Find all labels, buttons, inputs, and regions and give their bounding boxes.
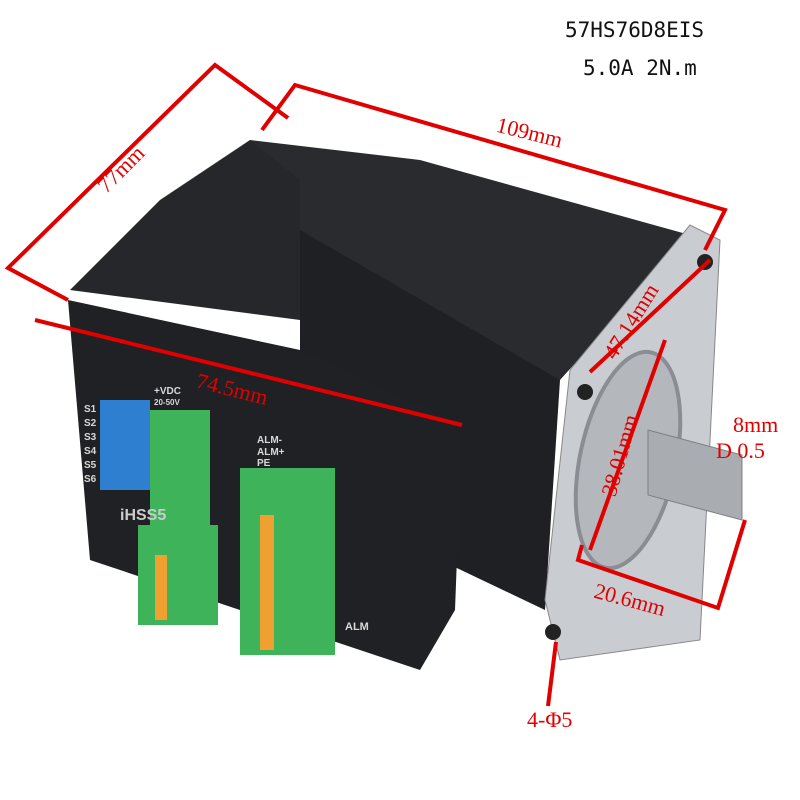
io-connector-small — [138, 525, 218, 625]
dip-label: S2 — [84, 418, 97, 429]
driver-label: iHSS5 — [120, 507, 166, 524]
terminal-labels: +VDC 20-50V ALM- ALM+ PE ALM — [154, 386, 369, 633]
io-connector-large — [240, 468, 335, 655]
model-number: 57HS76D8EIS — [565, 18, 705, 42]
dip-label: S4 — [84, 446, 97, 457]
terminal-label-vdc: +VDC — [154, 386, 181, 397]
dip-label: S6 — [84, 474, 97, 485]
dimension-lines — [4, 62, 747, 707]
dip-label: S1 — [84, 404, 97, 415]
dip-label: S3 — [84, 432, 97, 443]
rating: 5.0A 2N.m — [583, 56, 697, 80]
driver-top — [70, 140, 300, 320]
terminal-label-voltage: 20-50V — [154, 398, 180, 407]
mount-hole — [577, 384, 593, 400]
terminal-label-pe: PE — [257, 458, 271, 469]
shaft — [647, 429, 743, 521]
terminal-label-alm-minus: ALM- — [257, 435, 282, 446]
terminal-label-alm-plus: ALM+ — [257, 447, 285, 458]
alm-label: ALM — [345, 621, 369, 633]
dip-switch — [100, 400, 150, 490]
dim-shaft-diameter: 8mm — [733, 412, 779, 437]
dip-labels: S1 S2 S3 S4 S5 S6 — [84, 404, 97, 485]
power-connector — [150, 410, 210, 525]
dim-shaft-flat: D 0.5 — [716, 438, 765, 463]
dip-label: S5 — [84, 460, 97, 471]
spring-clamps — [155, 555, 167, 620]
mount-hole — [545, 624, 561, 640]
spring-clamps — [260, 515, 274, 650]
dim-mount-holes: 4-Φ5 — [527, 707, 573, 732]
